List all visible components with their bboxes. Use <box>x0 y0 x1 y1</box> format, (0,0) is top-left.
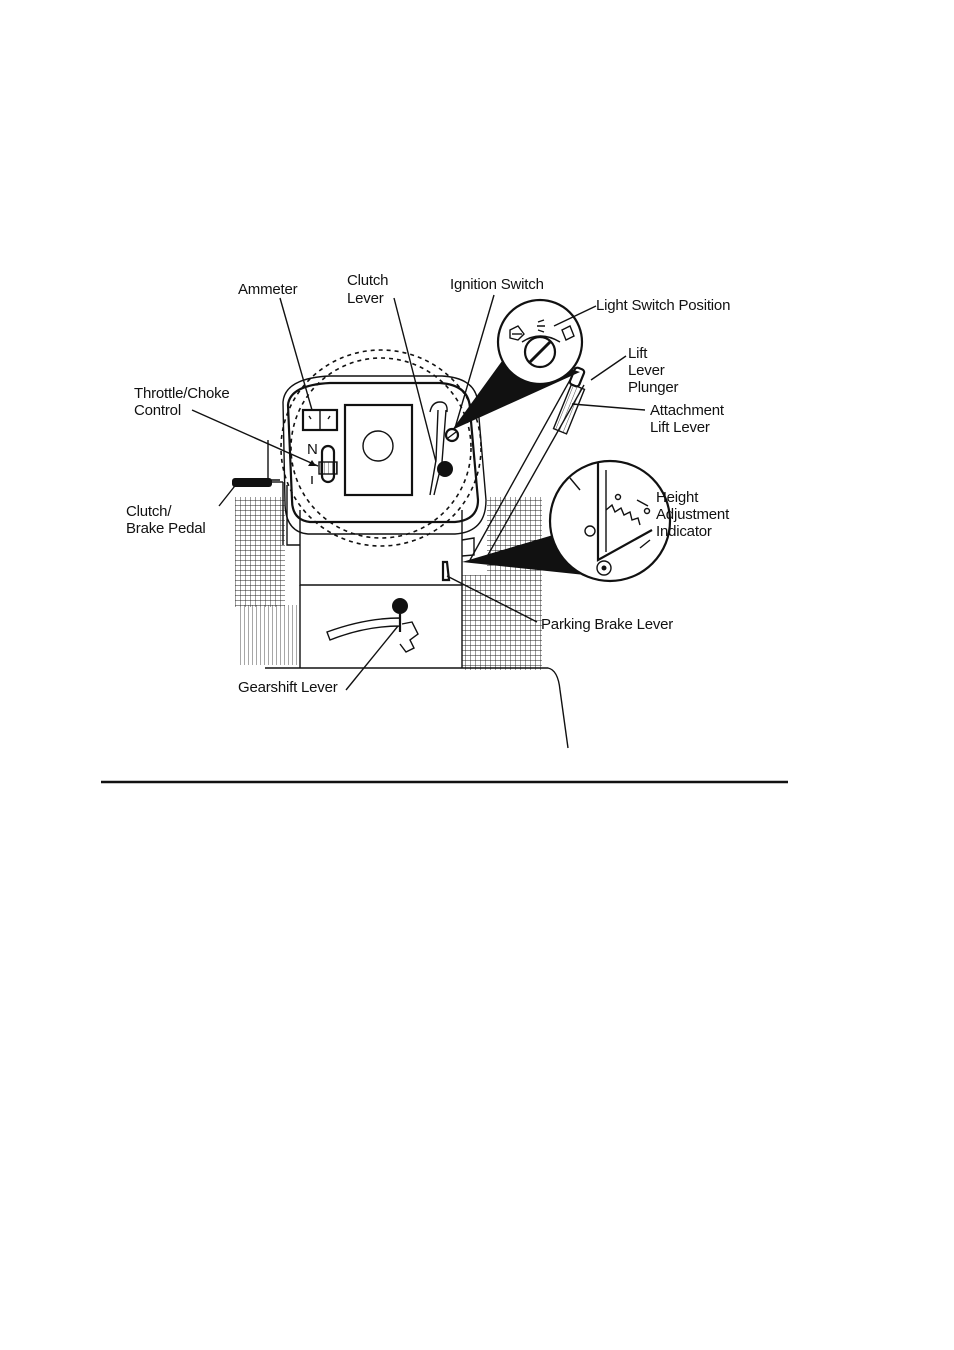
label-clutch-brake-1: Clutch/ <box>126 503 172 520</box>
gearshift-lever <box>327 598 418 652</box>
neutral-mark: N <box>307 441 318 458</box>
label-clutch-lever-2: Lever <box>347 290 384 307</box>
left-grille <box>235 497 300 665</box>
center-gauge <box>345 405 412 495</box>
label-throttle-2: Control <box>134 402 181 419</box>
label-gearshift: Gearshift Lever <box>238 679 338 696</box>
label-clutch-brake-2: Brake Pedal <box>126 520 206 537</box>
label-lift-plunger-1: Lift <box>628 345 648 362</box>
label-parking-brake: Parking Brake Lever <box>541 616 673 633</box>
label-attachment-lift-2: Lift Lever <box>650 419 710 436</box>
label-clutch-lever-1: Clutch <box>347 272 388 289</box>
label-throttle-1: Throttle/Choke <box>134 385 230 402</box>
label-height-1: Height <box>656 489 699 506</box>
label-height-3: Indicator <box>656 523 712 540</box>
label-lift-plunger-3: Plunger <box>628 379 679 396</box>
label-attachment-lift-1: Attachment <box>650 402 725 419</box>
right-grille <box>462 497 542 670</box>
label-lift-plunger-2: Lever <box>628 362 665 379</box>
label-ignition-switch: Ignition Switch <box>450 276 544 293</box>
label-light-switch-position: Light Switch Position <box>596 297 730 314</box>
ammeter-gauge <box>303 410 337 430</box>
label-height-2: Adjustment <box>656 506 730 523</box>
label-ammeter: Ammeter <box>238 281 298 298</box>
parking-brake-lever <box>443 538 474 580</box>
